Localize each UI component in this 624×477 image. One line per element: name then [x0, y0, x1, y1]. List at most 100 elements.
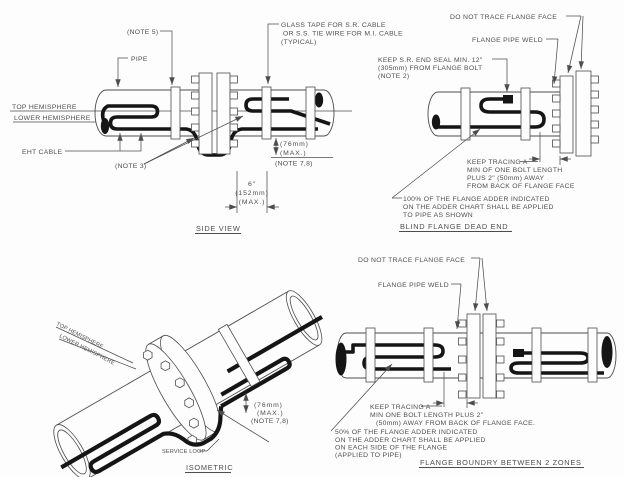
leader-do-not-trace: [567, 15, 582, 74]
pipe-label: PIPE: [131, 56, 148, 63]
leader-adder-note: [391, 128, 481, 199]
flange-bolt: [229, 75, 238, 84]
pipe-right-end: [323, 89, 335, 137]
lower-hemisphere-label: LOWER HEMISPHERE: [14, 115, 91, 122]
tape-band: [261, 86, 272, 140]
top-hemisphere-label: TOP HEMISPHERE: [12, 104, 77, 111]
cable-end-section: [335, 342, 347, 376]
flange-bolt: [552, 109, 561, 118]
blind-flange: [552, 70, 599, 157]
hemisphere-leader: [58, 338, 137, 370]
pipe-body: [175, 290, 322, 411]
eht-cable-right-zone: [509, 351, 604, 375]
keep-tracing-label: PLUS 2" (50mm) AWAY: [467, 175, 545, 182]
cable-end-section: [601, 336, 613, 368]
hemisphere-leader: [55, 326, 134, 364]
adder-note-label: ON THE ADDER CHART SHALL BE APPLIED: [403, 204, 554, 211]
service-loop-label: SERVICE LOOP: [162, 449, 205, 455]
flange-pair: [191, 72, 238, 155]
pipe-top-edge: [174, 290, 289, 358]
flange-bolt: [229, 123, 238, 132]
flange-bolt: [496, 390, 505, 399]
keep-end-seal-label: KEEP S.R. END SEAL MIN. 12": [378, 57, 483, 64]
flange-pipe-weld-label: FLANGE PIPE WELD: [472, 37, 543, 44]
flange-bolt: [191, 75, 200, 84]
flange-bolt: [458, 390, 467, 399]
pipe-bore: [57, 429, 87, 475]
keep-tracing-label: FROM BACK OF FLANGE FACE: [467, 183, 575, 190]
flange-bolt: [458, 355, 467, 364]
flange-bolt: [191, 123, 200, 132]
leader-do-not-trace: [578, 15, 584, 70]
blind-flange-dead-end-view: DO NOT TRACE FLANGE FACE FLANGE PIPE WEL…: [378, 14, 599, 232]
flange-bolt: [458, 319, 467, 328]
side-view-title: SIDE VIEW: [196, 224, 241, 233]
flange-boundary-view: DO NOT TRACE FLANGE FACE FLANGE PIPE WEL…: [330, 257, 617, 468]
eht-cable-run: [437, 97, 546, 129]
cable-end-seal: [513, 349, 524, 357]
pipe-bore: [289, 295, 319, 341]
flange-bolt: [496, 355, 505, 364]
isometric-assembly: [53, 290, 324, 477]
tape-band: [531, 327, 542, 383]
flange-bolt: [552, 94, 561, 103]
flange-bolt: [458, 373, 467, 382]
flange-bolt: [229, 107, 238, 116]
tape-band: [365, 327, 376, 383]
tape-band: [170, 86, 181, 140]
pipe-left-end: [427, 91, 439, 137]
leader-service-loop: [199, 438, 220, 452]
do-not-trace-label: DO NOT TRACE FLANGE FACE: [358, 257, 465, 264]
cable-end-seal: [503, 95, 513, 104]
dim-6in-label: (MAX.): [239, 199, 266, 206]
leader-pipe: [115, 57, 128, 87]
dim-76mm-label: (76mm): [254, 402, 283, 409]
note78-label: (NOTE 7,8): [251, 418, 289, 425]
flange-bolt: [552, 79, 561, 88]
leader-end-seal: [492, 58, 510, 92]
side-view: (NOTE 5) PIPE GLASS TAPE FOR S.R. CABLE …: [10, 22, 403, 234]
leader-note3: [143, 115, 244, 165]
pipe-bottom-edge: [205, 344, 320, 411]
flange-plate: [198, 72, 213, 155]
note5-label: (NOTE 5): [127, 29, 158, 36]
leader-do-not-trace: [481, 257, 489, 312]
flange-bolt: [552, 139, 561, 148]
isometric-title: ISOMETRIC: [186, 463, 233, 472]
glass-tape-label: GLASS TAPE FOR S.R. CABLE: [281, 22, 386, 29]
pipe-right-end: [606, 332, 617, 379]
leader-note5: [160, 30, 175, 85]
eht-cable-label: EHT CABLE: [22, 149, 63, 156]
leader-adder-note: [330, 363, 393, 432]
dim-6in-label: (152mm): [235, 190, 269, 197]
flange-bolt: [590, 75, 599, 84]
keep-tracing-label: KEEP TRACING A: [370, 404, 431, 411]
flange-plate: [466, 313, 481, 399]
dim-6in-label: 6": [248, 181, 256, 188]
adder-note-label: ON EACH SIDE OF THE FLANGE: [335, 445, 447, 452]
tape-band: [217, 323, 261, 388]
dim-76mm-label: (MAX.): [280, 150, 307, 157]
blind-flange-title: BLIND FLANGE DEAD END: [400, 222, 508, 231]
leader-flange-weld: [454, 283, 462, 330]
eht-cable-loop: [244, 97, 331, 126]
note3-label: (NOTE 3): [115, 163, 146, 170]
adder-note-label: 50% OF THE FLANGE ADDER INDICATED: [335, 429, 478, 436]
flange-bolt: [590, 120, 599, 129]
adder-note-label: TO PIPE AS SHOWN: [403, 212, 473, 219]
flange-bolt: [229, 139, 238, 148]
flange-bolt: [590, 135, 599, 144]
dim-76mm-label: (76mm): [280, 141, 309, 148]
keep-tracing-label: (50mm) AWAY FROM BACK OF FLANGE FACE.: [376, 420, 535, 427]
adder-note-label: 100% OF THE FLANGE ADDER INDICATED: [403, 196, 550, 203]
keep-tracing-label: KEEP TRACING A: [467, 159, 528, 166]
flange-pipe-weld-label: FLANGE PIPE WELD: [378, 282, 449, 289]
eht-cable-loop: [220, 356, 292, 409]
keep-tracing-label: MIN OF ONE BOLT LENGTH: [467, 167, 562, 174]
flange-bolt: [229, 91, 238, 100]
adder-note-label: (APPLIED TO PIPE): [335, 452, 402, 459]
keep-end-seal-label: (NOTE 2): [378, 73, 409, 80]
eht-cable-service-loop: [60, 406, 224, 475]
note78-label: (NOTE 7,8): [275, 161, 313, 168]
